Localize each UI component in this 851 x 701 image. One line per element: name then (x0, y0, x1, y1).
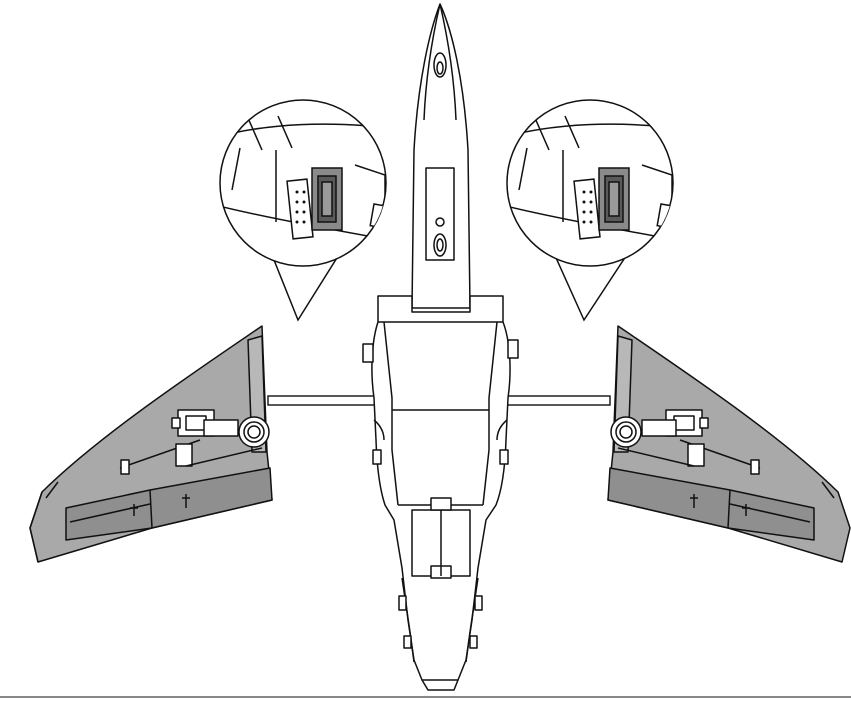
fuselage-body (371, 295, 511, 681)
left-wing (29, 325, 273, 563)
right-servo (641, 409, 709, 437)
right-wing (607, 325, 851, 563)
left-servo-plug (286, 178, 314, 240)
left-connector-callout (219, 99, 387, 322)
right-connector-callout (506, 99, 674, 322)
left-servo (171, 409, 239, 437)
fuselage-nose (411, 3, 471, 309)
right-servo-plug (573, 178, 601, 240)
fuselage (362, 3, 519, 691)
